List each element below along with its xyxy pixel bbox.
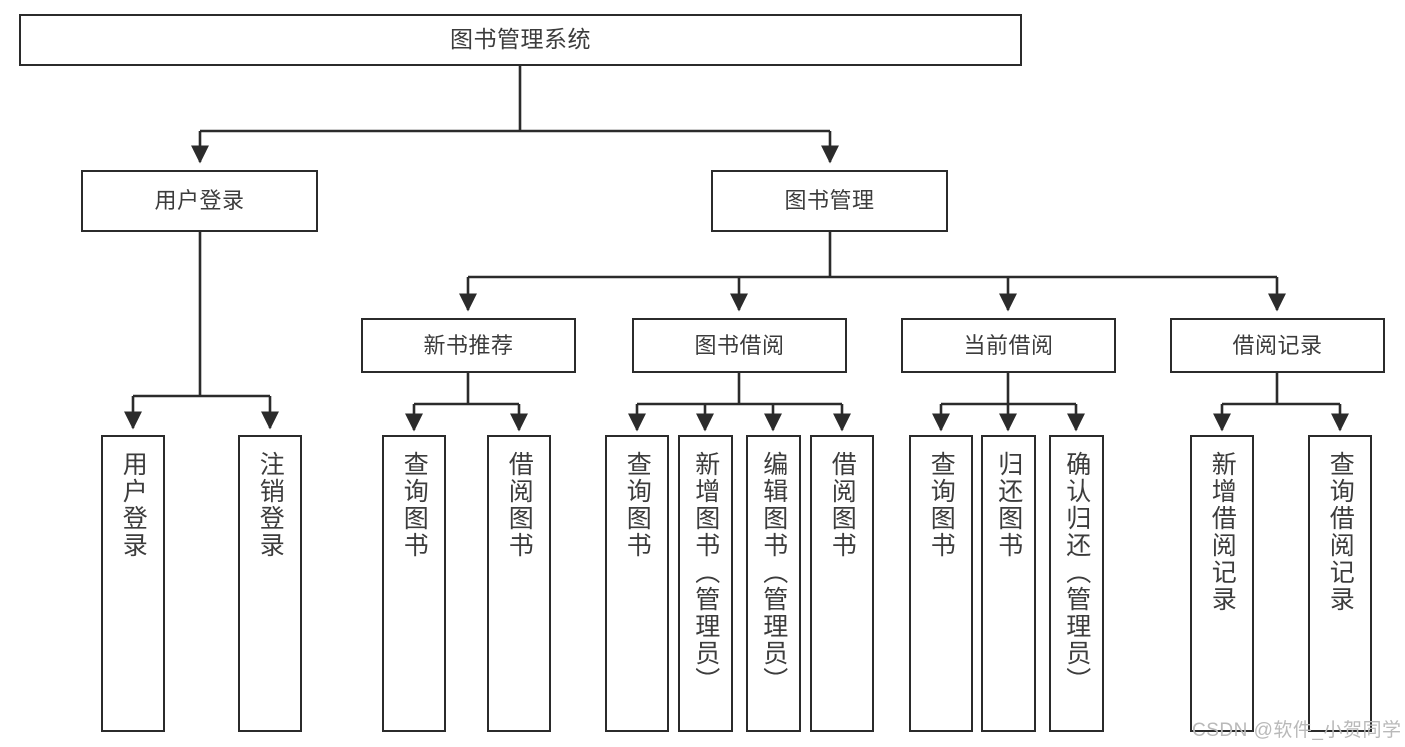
- leaf-user-login-signin[interactable]: 用户登录: [101, 435, 165, 732]
- node-user-login[interactable]: 用户登录: [81, 170, 318, 232]
- node-label: 查询图书: [927, 451, 956, 559]
- node-label: 新增借阅记录: [1208, 451, 1237, 613]
- node-label: 借阅图书: [505, 451, 534, 559]
- node-book-management[interactable]: 图书管理: [711, 170, 948, 232]
- node-label: 新增图书（管理员）: [691, 451, 720, 694]
- node-label: 图书管理系统: [450, 26, 591, 53]
- watermark-text: CSDN @软件_小贺同学: [1192, 720, 1402, 741]
- node-book-borrow[interactable]: 图书借阅: [632, 318, 847, 373]
- node-label: 归还图书: [994, 451, 1023, 559]
- node-label: 确认归还（管理员）: [1062, 451, 1091, 694]
- node-label: 图书管理: [784, 188, 875, 214]
- node-root-system[interactable]: 图书管理系统: [19, 14, 1022, 66]
- leaf-current-query-book[interactable]: 查询图书: [909, 435, 973, 732]
- node-new-book-recommend[interactable]: 新书推荐: [361, 318, 576, 373]
- node-label: 查询图书: [400, 451, 429, 559]
- node-label: 当前借阅: [963, 332, 1054, 358]
- leaf-user-login-signout[interactable]: 注销登录: [238, 435, 302, 732]
- leaf-record-add-record[interactable]: 新增借阅记录: [1190, 435, 1254, 732]
- leaf-borrow-edit-book[interactable]: 编辑图书（管理员）: [746, 435, 801, 732]
- leaf-borrow-borrow-book[interactable]: 借阅图书: [810, 435, 874, 732]
- node-label: 注销登录: [256, 451, 285, 559]
- leaf-record-query-record[interactable]: 查询借阅记录: [1308, 435, 1372, 732]
- node-label: 借阅记录: [1232, 332, 1323, 358]
- node-borrow-record[interactable]: 借阅记录: [1170, 318, 1385, 373]
- leaf-recommend-query-book[interactable]: 查询图书: [382, 435, 446, 732]
- leaf-recommend-borrow-book[interactable]: 借阅图书: [487, 435, 551, 732]
- node-label: 用户登录: [119, 451, 148, 559]
- node-label: 编辑图书（管理员）: [759, 451, 788, 694]
- leaf-borrow-add-book[interactable]: 新增图书（管理员）: [678, 435, 733, 732]
- node-label: 查询图书: [623, 451, 652, 559]
- node-label: 借阅图书: [828, 451, 857, 559]
- node-label: 图书借阅: [694, 332, 785, 358]
- leaf-current-return-book[interactable]: 归还图书: [981, 435, 1036, 732]
- node-label: 查询借阅记录: [1326, 451, 1355, 613]
- node-label: 新书推荐: [423, 332, 514, 358]
- leaf-borrow-query-book[interactable]: 查询图书: [605, 435, 669, 732]
- leaf-current-confirm-return[interactable]: 确认归还（管理员）: [1049, 435, 1104, 732]
- node-current-borrow[interactable]: 当前借阅: [901, 318, 1116, 373]
- node-label: 用户登录: [154, 188, 245, 214]
